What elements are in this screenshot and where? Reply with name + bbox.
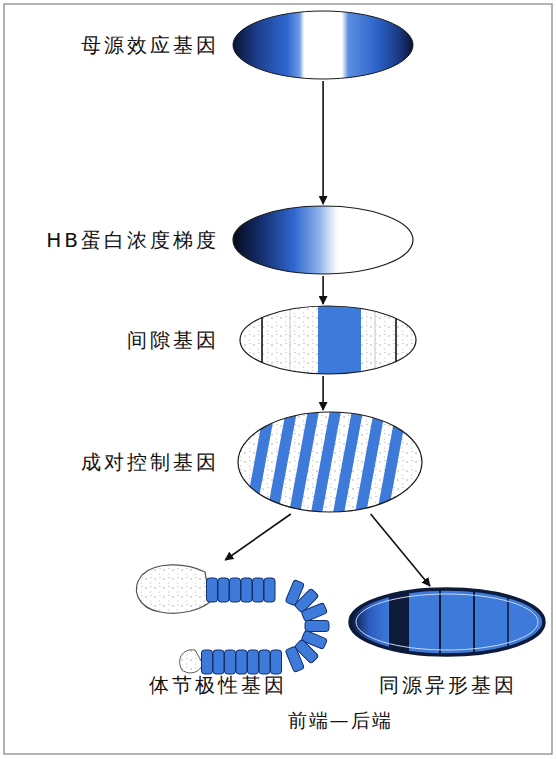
flow-arrow — [322, 376, 324, 410]
embryo-pair-rule — [238, 408, 422, 516]
homeotic-node: 同源异形基因 — [348, 588, 548, 697]
body-segment — [259, 650, 270, 674]
body-segment — [230, 578, 241, 602]
gap-gene-node: 间隙基因 — [40, 306, 420, 374]
body-segment — [285, 646, 304, 672]
embryo-maternal — [233, 11, 413, 79]
embryo-segment-polarity — [136, 565, 329, 674]
flow-arrow — [322, 81, 324, 204]
axis-caption: 前端—后端 — [288, 708, 393, 732]
embryo-homeotic — [350, 585, 544, 665]
body-segment — [218, 578, 229, 602]
stage-label: HB蛋白浓度梯度 — [40, 228, 225, 252]
body-segment — [301, 603, 327, 622]
stage-label: 母源效应基因 — [40, 33, 225, 57]
body-segment — [207, 578, 218, 602]
flow-arrow — [322, 276, 324, 304]
stage-label: 间隙基因 — [40, 328, 225, 352]
embryo-hb-gradient — [233, 206, 413, 274]
body-segment — [236, 650, 247, 674]
outer-frame — [4, 4, 552, 754]
body-segment — [241, 578, 252, 602]
body-segment — [253, 578, 264, 602]
body-segment — [271, 650, 282, 674]
body-segment — [248, 650, 259, 674]
hb-gradient-node: HB蛋白浓度梯度 — [40, 206, 420, 274]
body-segment — [225, 650, 236, 674]
segment-polarity-node: 体节极性基因 — [128, 562, 308, 697]
stage-label: 成对控制基因 — [40, 450, 225, 474]
pair-rule-node: 成对控制基因 — [40, 412, 420, 512]
body-segment — [264, 578, 275, 602]
flow-arrow — [371, 514, 430, 586]
flow-arrow — [225, 514, 291, 560]
body-segment — [305, 621, 329, 632]
stage-label: 体节极性基因 — [149, 673, 287, 697]
stage-label: 同源异形基因 — [379, 673, 517, 697]
body-segment — [213, 650, 224, 674]
maternal-gene-node: 母源效应基因 — [40, 11, 420, 79]
body-segment — [202, 650, 213, 674]
embryo-gap — [240, 300, 416, 380]
